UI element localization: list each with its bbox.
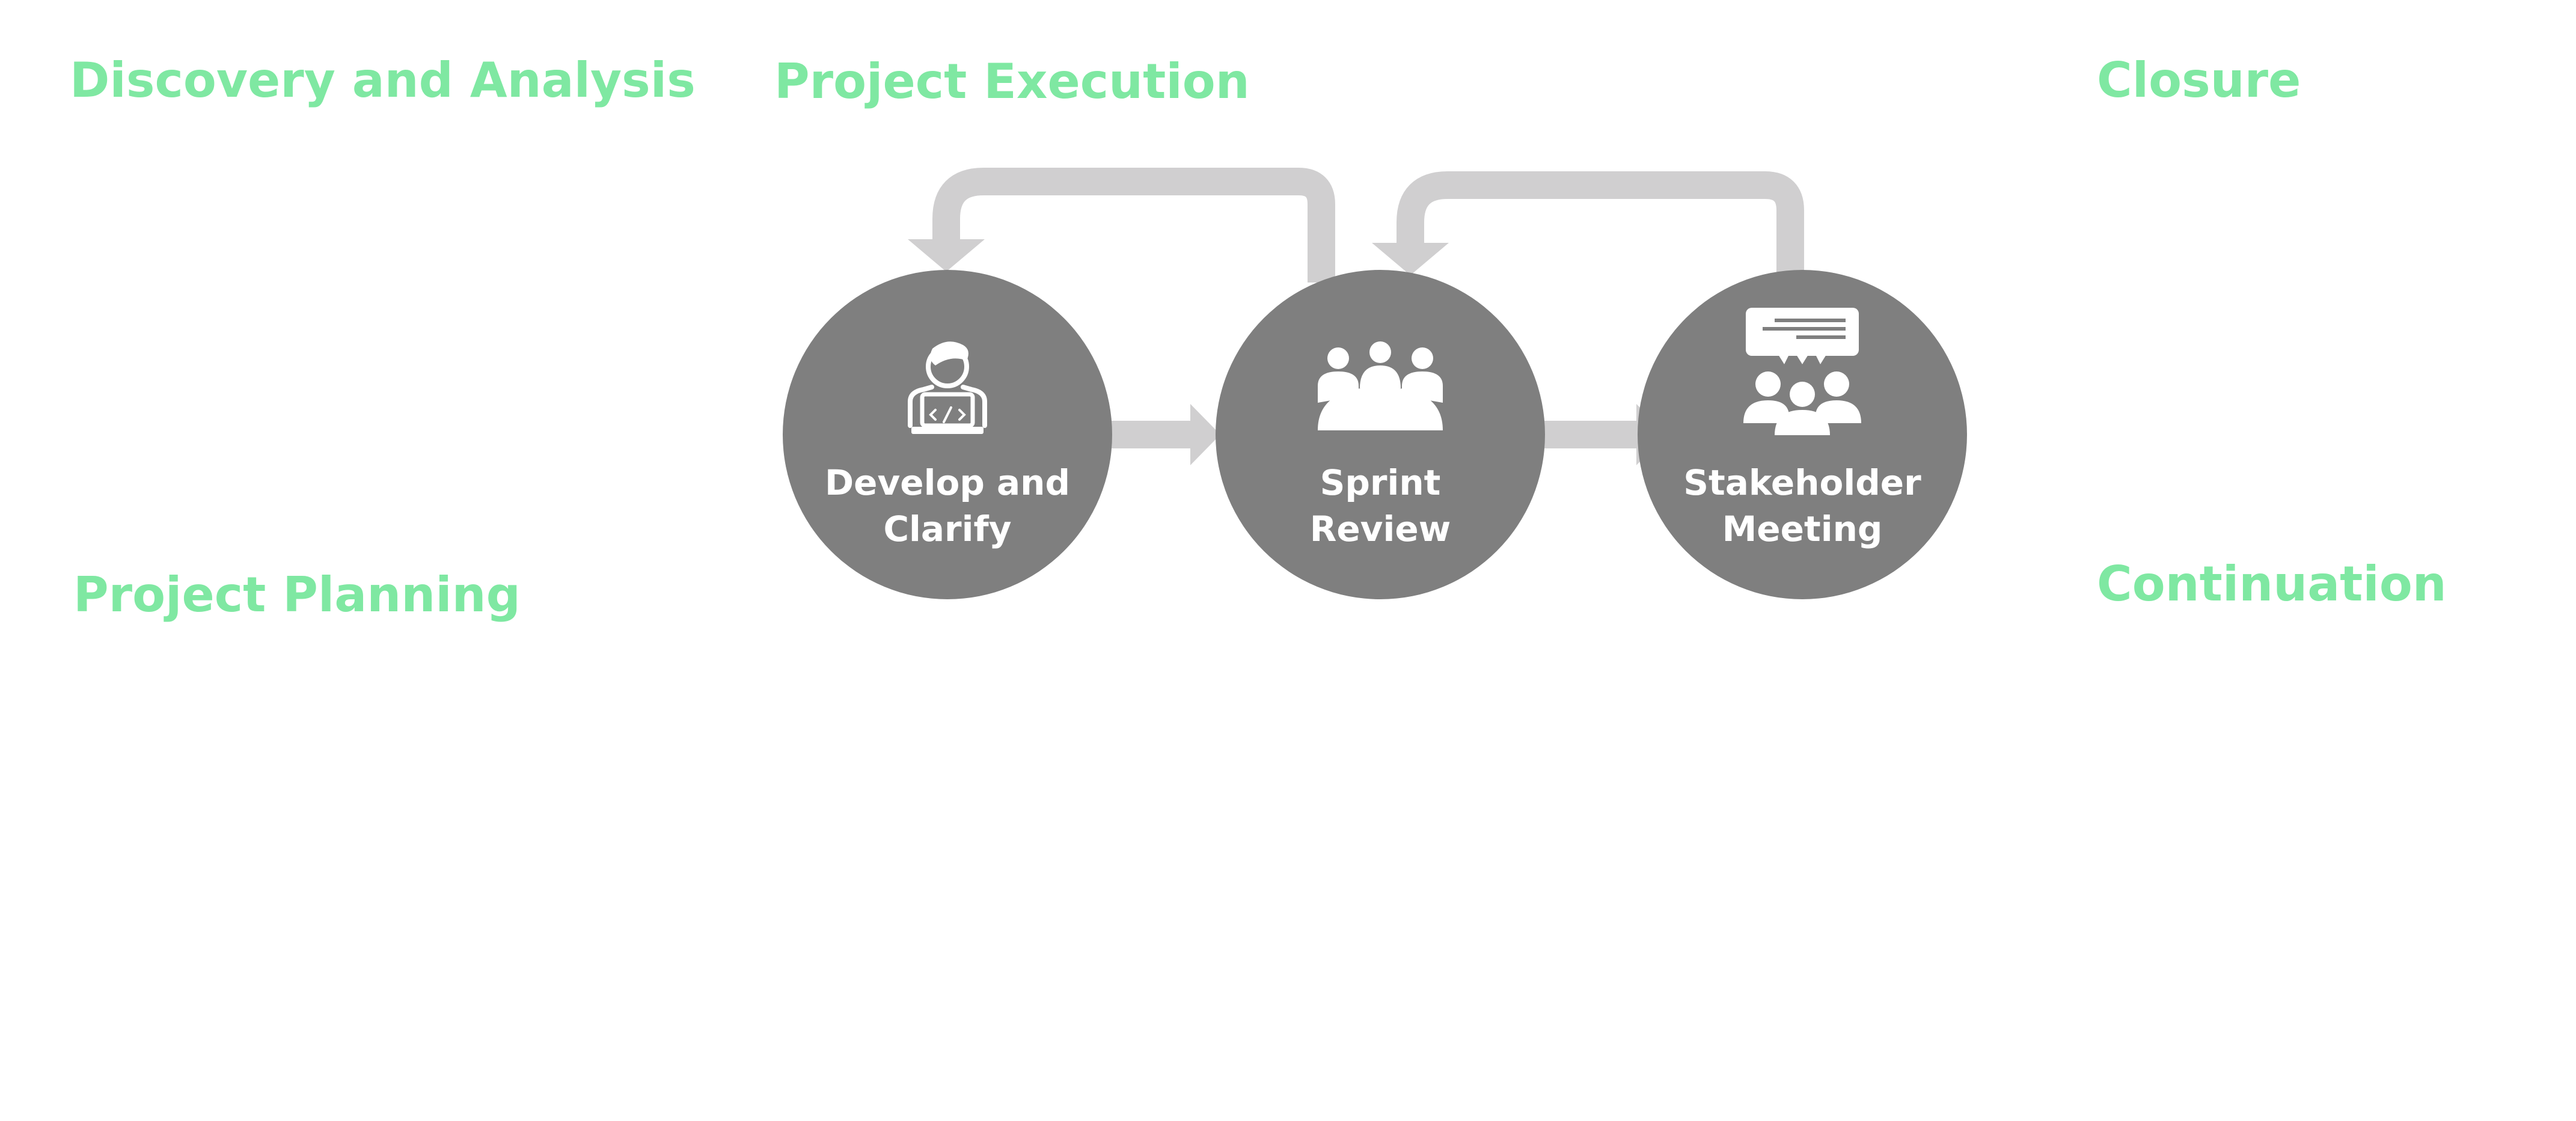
node-stakeholder-meeting-line2: Meeting [1722, 509, 1883, 549]
node-sprint-review: Sprint Review [1216, 270, 1545, 599]
developer-laptop-icon [908, 341, 987, 434]
node-stakeholder-meeting-line1: Stakeholder [1683, 462, 1921, 503]
node-sprint-review-line2: Review [1310, 509, 1451, 549]
node-develop-and-clarify-line2: Clarify [883, 509, 1011, 549]
phase-project-execution: Project Execution [774, 53, 1250, 109]
group-discussion-icon [1743, 308, 1861, 435]
node-stakeholder-meeting: Stakeholder Meeting [1638, 270, 1967, 599]
meeting-table-icon [1318, 341, 1443, 430]
node-develop-and-clarify: Develop and Clarify [783, 270, 1112, 599]
node-develop-and-clarify-line1: Develop and [825, 462, 1070, 503]
phase-discovery-and-analysis: Discovery and Analysis [70, 52, 696, 108]
arrow-develop-to-review [1106, 404, 1220, 465]
loop-arrow-review-to-develop [908, 168, 1335, 283]
loop-arrow-meeting-to-review [1372, 171, 1804, 275]
phase-continuation: Continuation [2097, 556, 2447, 612]
node-sprint-review-line1: Sprint [1320, 462, 1441, 503]
phase-project-planning: Project Planning [73, 567, 521, 623]
phase-closure: Closure [2097, 52, 2301, 108]
